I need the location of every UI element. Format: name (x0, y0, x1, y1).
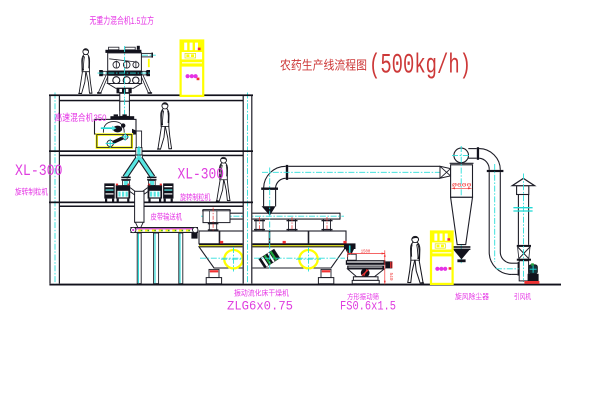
rotary-granulator-right (141, 176, 174, 202)
cabinet2-knobs (435, 266, 452, 271)
riser-reducer-cone (261, 206, 276, 216)
cyclone-diameter-text: Ø600 (452, 182, 472, 189)
dryer-plenum (197, 246, 348, 272)
sieve-length-dimension: 1500 (361, 249, 371, 255)
fan-base-plate (524, 281, 540, 284)
control-cabinet-top (179, 39, 205, 98)
dryer-feed-box (202, 207, 231, 234)
exhaust-stack (510, 173, 537, 282)
fluid-bed-dryer (197, 206, 356, 285)
worker-ground (407, 235, 425, 284)
label-granulator-right-name: 旋转制粒机 (180, 192, 211, 202)
exhaust-pipe (261, 164, 452, 269)
square-vibrating-sieve: 1500 540 (345, 249, 394, 285)
label-dryer-model: ZLG6x0.75 (227, 300, 293, 314)
fan-suction-pipe (468, 147, 524, 276)
label-granulator-left-model: XL-300 (15, 162, 63, 180)
drawing-title: 农药生产线流程图 (280, 59, 367, 73)
label-gravity-mixer: 无重力混合机1.5立方 (90, 15, 155, 27)
dryer-exhaust-stubs (254, 217, 333, 233)
granulator-discharge-chute (134, 190, 145, 229)
cyclone-discharge-valve (452, 246, 471, 263)
dryer-discharge-spout (344, 243, 356, 255)
label-sieve-model: FS0.6x1.5 (340, 300, 396, 314)
label-granulator-left-name: 旋转制粒机 (15, 187, 48, 197)
roof-slab (49, 94, 253, 97)
cabinet-knobs (185, 74, 200, 81)
sieve-height-dimension: 540 (388, 273, 394, 281)
label-high-speed-mixer: 高速混合机350 (55, 112, 107, 124)
dryer-hood (198, 230, 347, 245)
label-dryer-name: 振动流化床干燥机 (234, 289, 290, 298)
cyclone-cone (449, 196, 474, 246)
belt-conveyor (130, 226, 199, 285)
control-cabinet-ground (429, 230, 454, 286)
worker-roof (78, 48, 93, 95)
building-right-column (242, 92, 253, 284)
building-left-column (49, 92, 61, 284)
conveyor-drive (191, 233, 198, 239)
sieve-dimensions: 1500 540 (347, 249, 394, 285)
induced-draft-fan (524, 263, 540, 284)
dryer-spring-feet (205, 268, 335, 285)
label-fan: 引风机 (514, 292, 532, 301)
rotary-granulator-left (104, 176, 137, 202)
drawing-title-capacity: (500kg/h) (369, 51, 471, 82)
cyclone-inlet-reducer (439, 165, 452, 179)
high-speed-mixer (93, 99, 143, 152)
ground-line (49, 283, 562, 286)
building-floor-slabs (49, 94, 253, 207)
second-floor-slab (49, 150, 253, 152)
label-sieve-name: 方形振动筛 (347, 292, 379, 301)
label-granulator-right-model: XL-300 (178, 166, 225, 184)
drawing-labels: 农药生产线流程图 (500kg/h) 无重力混合机1.5立方 高速混合机350 … (15, 15, 532, 314)
label-belt-conveyor: 皮带输送机 (151, 212, 183, 222)
cyclone-separator: Ø600 (449, 146, 474, 264)
third-floor-slab (49, 201, 253, 204)
cyclone-diameter-dimension: Ø600 (451, 182, 472, 190)
conveyor-legs (136, 232, 184, 285)
label-cyclone: 旋风除尘器 (455, 292, 490, 301)
y-split-pipe (122, 146, 156, 179)
worker-second-floor (157, 102, 173, 150)
